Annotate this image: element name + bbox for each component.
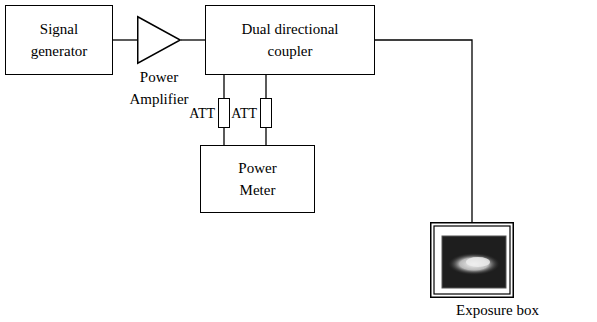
node-label: ATT — [189, 103, 215, 124]
node-label: Signal generator — [16, 18, 102, 63]
signal-cable — [265, 128, 266, 145]
attenuator-box: ATT — [260, 98, 272, 128]
node-label: Power Amplifier — [119, 67, 199, 111]
node-label: Power Meter — [226, 157, 289, 202]
node-label: ATT — [231, 103, 257, 124]
signal-cable — [265, 75, 266, 98]
outer-frame — [431, 223, 514, 298]
signal-cable — [113, 39, 137, 40]
power-meter-box: Power Meter — [200, 145, 315, 213]
coupler-box: Dual directional coupler — [205, 5, 375, 75]
photo-highlight — [448, 253, 500, 275]
signal-cable — [375, 40, 472, 222]
amplifier-triangle: Power Amplifier — [137, 16, 181, 64]
exposure-box: Exposure box — [430, 222, 514, 298]
signal-cable — [223, 128, 224, 145]
photo-highlight — [466, 257, 490, 267]
node-label: Dual directional coupler — [224, 18, 356, 63]
exposure-photo — [442, 236, 506, 288]
exposure-box-illustration — [430, 222, 514, 298]
amplifier-symbol — [137, 16, 181, 64]
signal-cable — [223, 75, 224, 98]
amplifier-outline — [138, 17, 181, 64]
inner-frame — [434, 226, 510, 294]
attenuator-box: ATT — [218, 98, 230, 128]
node-label: Exposure box — [456, 299, 539, 322]
signal-generator-box: Signal generator — [5, 5, 113, 75]
signal-cable — [181, 39, 205, 40]
